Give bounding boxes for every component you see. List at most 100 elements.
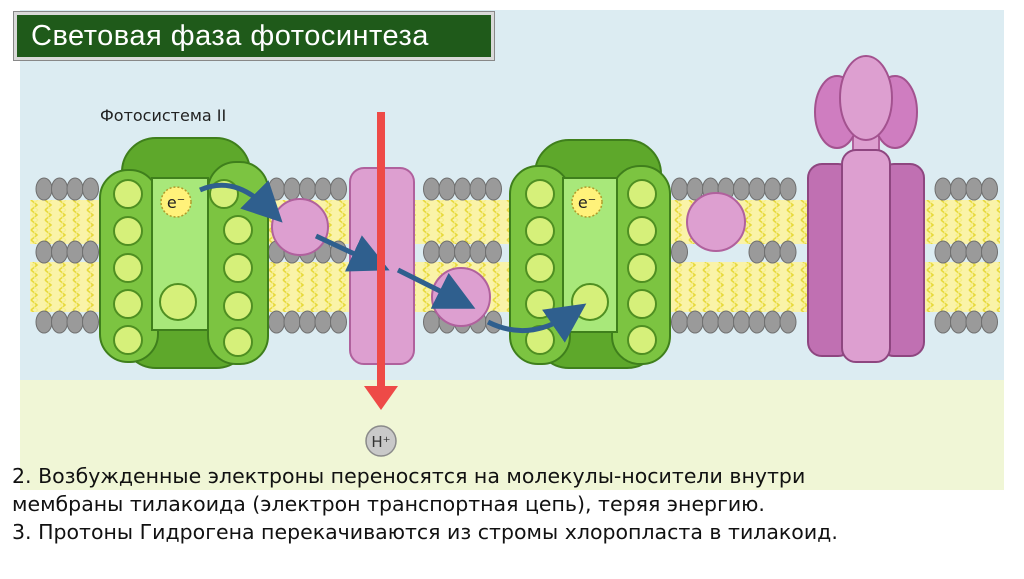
electron-label-ps2: e⁻ — [167, 193, 185, 212]
phospholipid-head — [455, 241, 471, 263]
electron-flow-arrow-4 — [486, 303, 587, 343]
phospholipid-head — [66, 177, 84, 201]
phospholipid-head — [671, 310, 688, 334]
phospholipid-head — [469, 177, 487, 201]
phospholipid-head — [749, 241, 765, 263]
pigment-molecule — [223, 291, 253, 321]
photosystem-i — [509, 139, 671, 369]
proton-flow-arrowhead — [364, 386, 398, 410]
phospholipid-head — [965, 177, 983, 201]
pigment-molecule — [113, 179, 143, 209]
phospholipid-head — [981, 177, 998, 201]
phospholipid-head — [935, 241, 951, 263]
phospholipid-head — [686, 310, 704, 334]
pigment-molecule — [113, 216, 143, 246]
caption-line-1: 2. Возбужденные электроны переносятся на… — [12, 464, 806, 488]
phospholipid-head — [51, 310, 68, 334]
photosystem-label: Фотосистема II — [100, 106, 226, 125]
plastocyanin-carrier — [431, 267, 491, 327]
phospholipid-head — [982, 241, 998, 263]
phospholipid-head — [283, 177, 301, 201]
atp-synthase-base-center — [841, 149, 891, 363]
phospholipid-head — [268, 310, 285, 334]
pigment-molecule — [113, 289, 143, 319]
phospholipid-head — [314, 177, 332, 201]
pigment-molecule — [113, 325, 143, 355]
phospholipid-head — [981, 240, 998, 264]
pigment-molecule — [525, 216, 555, 246]
phospholipid-head — [779, 310, 797, 334]
electron-flow-arrow-2 — [314, 233, 390, 272]
phospholipid-head — [470, 241, 486, 263]
pigment-molecule — [627, 289, 657, 319]
phospholipid-head — [748, 310, 766, 334]
phospholipid-head — [82, 310, 99, 334]
phospholipid-head — [780, 241, 796, 263]
pigment-molecule — [525, 289, 555, 319]
phospholipid-head — [950, 310, 967, 334]
phospholipid-head — [283, 310, 301, 334]
pigment-molecule — [627, 179, 657, 209]
atp-synthase-head-center — [839, 55, 893, 141]
phospholipid-head — [934, 177, 952, 201]
proton-flow-shaft — [377, 112, 385, 390]
electron-flow-arrow-3 — [396, 267, 476, 309]
atp-synthase — [807, 55, 925, 363]
pigment-molecule — [525, 179, 555, 209]
phospholipid-head — [35, 177, 53, 201]
phospholipid-head — [779, 240, 797, 264]
phospholipid-head — [51, 177, 68, 201]
pigment-molecule — [223, 327, 253, 357]
phospholipid-head — [67, 241, 83, 263]
phospholipid-head — [765, 241, 781, 263]
phospholipid-head — [268, 177, 285, 201]
phospholipid-head — [330, 177, 347, 201]
pigment-molecule — [223, 215, 253, 245]
phospholipid-head — [454, 177, 471, 201]
pigment-molecule — [113, 253, 143, 283]
phospholipid-head — [486, 241, 502, 263]
phospholipid-head — [966, 241, 982, 263]
phospholipid-head — [764, 177, 781, 201]
proton-label: H⁺ — [371, 433, 390, 451]
phospholipid-head — [764, 310, 781, 334]
phospholipid-head — [83, 241, 99, 263]
phospholipid-head — [981, 310, 998, 334]
electron-badge-ps1: e⁻ — [571, 186, 603, 218]
phospholipid-head — [82, 240, 99, 264]
phospholipid-head — [965, 310, 983, 334]
phospholipid-head — [439, 241, 455, 263]
phospholipid-head — [779, 177, 797, 201]
phospholipid-heads-mid-upper — [35, 240, 998, 264]
pigment-molecule — [223, 253, 253, 283]
electron-flow-arrow-1 — [199, 180, 283, 223]
phospholipid-head — [717, 310, 735, 334]
phospholipid-head — [671, 177, 688, 201]
phospholipid-head — [702, 310, 719, 334]
phospholipid-head — [950, 177, 967, 201]
phospholipid-head — [485, 240, 502, 264]
stroma-region — [20, 380, 1004, 490]
caption-line-3: 3. Протоны Гидрогена перекачиваются из с… — [12, 520, 838, 544]
phospholipid-head — [934, 310, 952, 334]
proton-badge — [365, 425, 397, 457]
phospholipid-head — [485, 177, 502, 201]
phospholipid-head — [733, 177, 750, 201]
phospholipid-head — [36, 241, 52, 263]
electron-label-ps1: e⁻ — [578, 193, 596, 212]
phospholipid-head — [299, 310, 316, 334]
ps1-pigments — [525, 179, 657, 355]
phospholipid-head — [733, 310, 750, 334]
ferredoxin-carrier — [686, 192, 746, 252]
phospholipid-head — [423, 177, 440, 201]
plastoquinone-carrier — [271, 198, 329, 256]
pigment-molecule — [627, 253, 657, 283]
electron-badge-ps2: e⁻ — [160, 186, 192, 218]
caption: 2. Возбужденные электроны переносятся на… — [12, 462, 1012, 546]
phospholipid-head — [314, 310, 332, 334]
phospholipid-head — [299, 177, 316, 201]
phospholipid-head — [672, 241, 688, 263]
phospholipid-head — [52, 241, 68, 263]
slide-title: Световая фаза фотосинтеза — [31, 19, 429, 52]
